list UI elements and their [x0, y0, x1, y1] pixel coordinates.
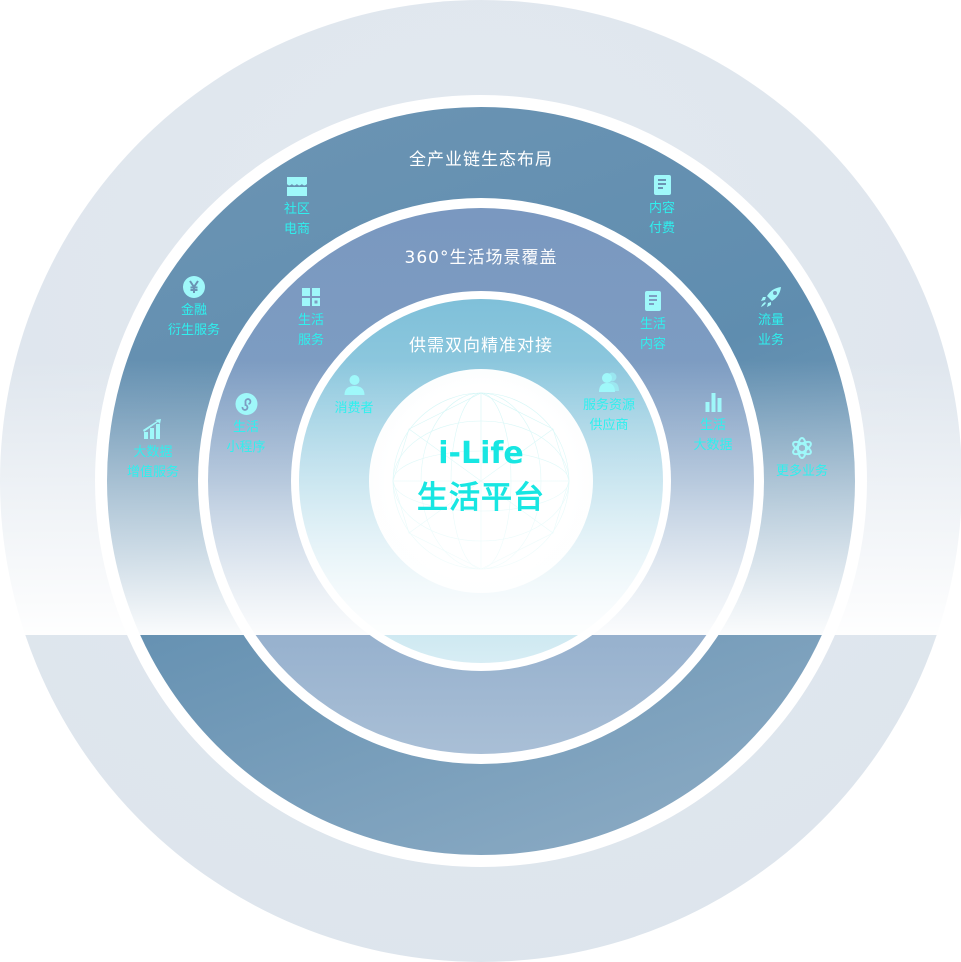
item-community-ecommerce: 社区电商	[284, 175, 310, 240]
item-more-business: 更多业务	[776, 437, 828, 482]
chart-growth-icon	[142, 419, 161, 439]
bar-chart-icon	[704, 393, 721, 412]
item-life-content: 生活内容	[640, 290, 666, 355]
item-big-data-value-services: 大数据增值服务	[127, 418, 179, 483]
bottom-fade	[0, 360, 961, 635]
rocket-icon	[760, 287, 781, 307]
document-icon	[644, 291, 661, 311]
item-service-resource-suppliers: 服务资源供应商	[583, 371, 635, 436]
item-life-services: 生活服务	[298, 286, 324, 351]
platform-subtitle: 生活平台	[417, 480, 545, 516]
yen-coin-icon	[182, 276, 205, 298]
outer-ring-title: 全产业链生态布局	[409, 150, 553, 170]
storefront-icon	[286, 177, 307, 196]
mini-program-icon	[234, 393, 257, 415]
document-icon	[653, 175, 671, 195]
middle-ring-title: 360°生活场景覆盖	[404, 248, 558, 268]
atom-icon	[792, 437, 812, 459]
item-life-mini-program: 生活小程序	[226, 393, 266, 458]
grid-apps-icon	[301, 288, 320, 306]
item-life-big-data: 生活大数据	[693, 391, 733, 456]
item-traffic-business: 流量业务	[758, 286, 784, 351]
inner-ring-title: 供需双向精准对接	[409, 336, 553, 356]
user-icon	[343, 375, 364, 395]
users-icon	[598, 372, 619, 392]
platform-name: i-Life	[438, 436, 524, 471]
item-consumers: 消费者	[334, 374, 374, 419]
item-financial-derivative-services: 金融衍生服务	[168, 276, 220, 341]
item-paid-content: 内容付费	[649, 174, 675, 239]
